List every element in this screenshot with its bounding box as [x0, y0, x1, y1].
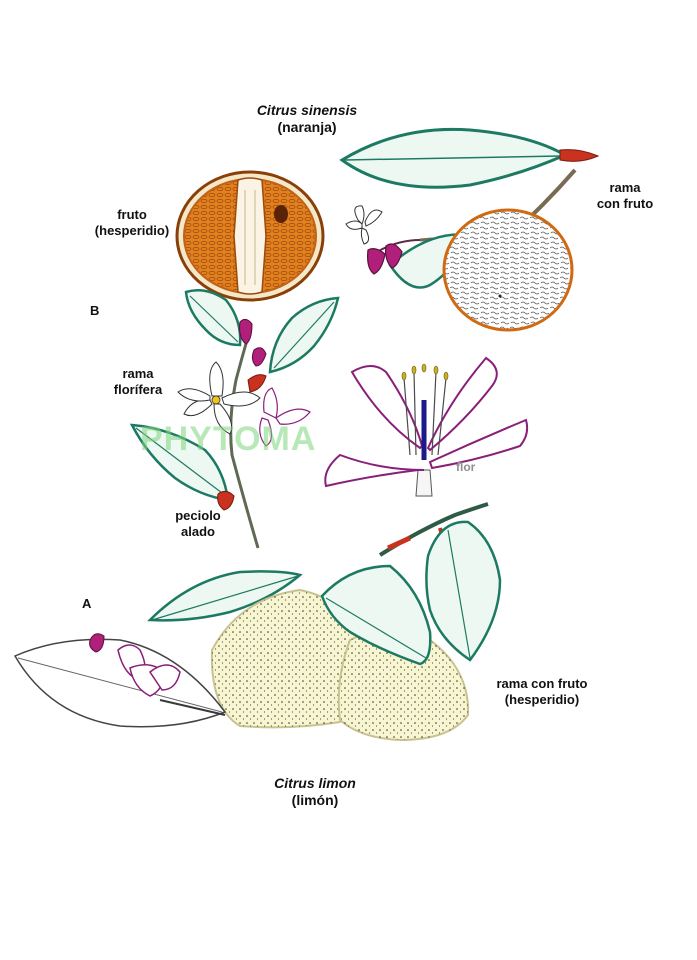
label-fruto-line1: fruto [117, 207, 147, 222]
label-rama-con-fruto-top-line1: rama [609, 180, 641, 195]
label-rama-florifera: rama florífera [98, 366, 178, 398]
orange-cross-section [175, 170, 325, 302]
label-rama-con-fruto-top: rama con fruto [585, 180, 665, 212]
common-name-limon: (limón) [291, 792, 339, 808]
flower-detail [324, 356, 529, 497]
lemon-flowers [89, 633, 226, 716]
watermark: PHYTOMA [140, 420, 317, 458]
lemon-branch-with-fruit [13, 502, 502, 742]
section-letter-b: B [90, 303, 100, 318]
label-rama-con-fruto-top-line2: con fruto [596, 196, 654, 211]
label-rama-con-fruto-bottom-line1: rama con fruto [496, 676, 588, 691]
species-name-limon: Citrus limon [274, 775, 356, 791]
half-open-flower [259, 387, 311, 447]
label-flor: flor [456, 460, 476, 474]
title-citrus-sinensis: Citrus sinensis (naranja) [242, 102, 372, 136]
label-rama-florifera-line2: florífera [113, 382, 163, 397]
title-citrus-limon: Citrus limon (limón) [255, 775, 375, 809]
flowering-branch [129, 289, 340, 549]
label-peciolo-alado-line2: alado [181, 524, 215, 539]
label-fruto: fruto (hesperidio) [82, 207, 182, 239]
label-rama-con-fruto-bottom: rama con fruto (hesperidio) [482, 676, 602, 708]
label-fruto-line2: (hesperidio) [94, 223, 170, 238]
label-peciolo-alado-line1: peciolo [175, 508, 221, 523]
label-rama-florifera-line1: rama [122, 366, 154, 381]
species-name-sinensis: Citrus sinensis [256, 102, 358, 118]
open-flower [177, 361, 261, 435]
common-name-naranja: (naranja) [277, 119, 337, 135]
orange-branch-with-fruit [339, 127, 600, 332]
section-letter-a: A [82, 596, 92, 611]
small-flower [345, 205, 383, 245]
label-rama-con-fruto-bottom-line2: (hesperidio) [504, 692, 580, 707]
label-peciolo-alado: peciolo alado [158, 508, 238, 540]
